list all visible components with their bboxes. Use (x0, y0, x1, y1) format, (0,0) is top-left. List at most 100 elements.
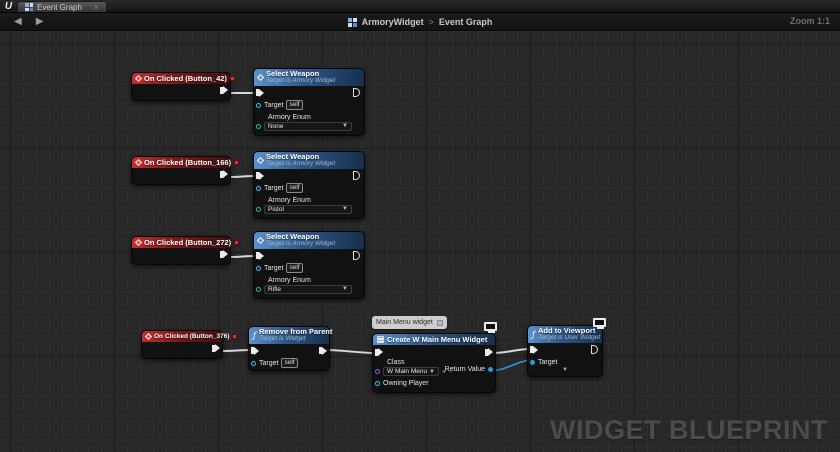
node-on-clicked-button-376[interactable]: On Clicked (Button_376) (141, 330, 238, 359)
node-title: Select Weapon (266, 152, 320, 161)
comment-text: Main Menu widget (376, 319, 433, 326)
function-f-icon: ƒ (253, 330, 256, 340)
target-pin[interactable] (251, 360, 256, 366)
exec-out-pin[interactable] (485, 348, 493, 356)
tab-bar: U Event Graph × (0, 0, 840, 13)
enum-pin[interactable] (256, 206, 261, 212)
comment-pin-icon[interactable] (436, 319, 443, 326)
node-on-clicked-button-166[interactable]: On Clicked (Button_166) (131, 156, 240, 185)
exec-in-pin[interactable] (256, 251, 264, 260)
exec-out-pin[interactable] (353, 171, 360, 181)
node-select-weapon-3[interactable]: Select Weapon Target is Armory Widget Ta… (253, 231, 365, 299)
function-f-icon: ƒ (532, 329, 535, 339)
node-header: Select Weapon Target is Armory Widget (254, 232, 364, 249)
widget-blueprint-watermark: WIDGET BLUEPRINT (550, 415, 828, 445)
node-add-to-viewport[interactable]: ƒ Add to Viewport Target is User Widget … (527, 325, 603, 377)
dropdown-arrow-icon: ▼ (342, 123, 348, 130)
forward-arrow-icon[interactable]: ▶ (35, 15, 44, 27)
node-select-weapon-1[interactable]: Select Weapon Target is Armory Widget Ta… (253, 68, 365, 136)
node-create-widget[interactable]: Create W Main Menu Widget Class W Main M… (372, 333, 496, 393)
dropdown-arrow-icon: ▼ (342, 206, 348, 213)
exec-out-pin[interactable] (220, 170, 228, 178)
exec-out-pin[interactable] (319, 346, 327, 355)
breadcrumb-root[interactable]: ArmoryWidget (361, 17, 424, 27)
self-value-box[interactable]: self (281, 358, 298, 369)
enum-dropdown[interactable]: Pistol ▼ (264, 204, 352, 214)
exec-out-pin[interactable] (212, 344, 220, 352)
node-title: On Clicked (Button_272) (144, 238, 232, 247)
node-header: ƒ Add to Viewport Target is User Widget (528, 326, 602, 343)
exec-out-pin[interactable] (220, 86, 228, 94)
event-diamond-icon (134, 158, 143, 167)
node-title: Create W Main Menu Widget (387, 335, 488, 344)
exec-in-pin[interactable] (256, 171, 264, 180)
owning-player-pin[interactable] (375, 381, 380, 386)
node-on-clicked-button-42[interactable]: On Clicked (Button_42) (131, 72, 235, 101)
return-value-label: Return Value (444, 366, 485, 373)
widget-icon (377, 336, 384, 343)
node-select-weapon-2[interactable]: Select Weapon Target is Armory Widget Ta… (253, 151, 365, 219)
exec-in-pin[interactable] (375, 348, 383, 356)
target-pin[interactable] (530, 359, 535, 365)
delegate-pin[interactable] (234, 240, 240, 245)
class-pin[interactable] (375, 369, 380, 374)
node-subtitle: Target is Widget (258, 334, 306, 342)
target-label: Target (259, 359, 279, 367)
node-header: On Clicked (Button_166) (132, 157, 240, 168)
target-label: Target (264, 264, 284, 272)
enum-pin[interactable] (256, 123, 261, 129)
class-value: W Main Menu (387, 368, 428, 375)
node-subtitle: Target is Armory Widget (266, 239, 336, 247)
exec-in-pin[interactable] (251, 346, 259, 355)
node-header: Select Weapon Target is Armory Widget (254, 152, 364, 169)
exec-in-pin[interactable] (256, 88, 264, 97)
event-diamond-icon (144, 332, 153, 341)
target-pin[interactable] (256, 102, 261, 108)
delegate-pin[interactable] (234, 160, 240, 165)
exec-out-pin[interactable] (353, 251, 360, 261)
node-header: ƒ Remove from Parent Target is Widget (249, 327, 332, 344)
tab-close-icon[interactable]: × (93, 2, 99, 12)
delegate-pin[interactable] (229, 76, 235, 81)
enum-label: Armory Enum (268, 276, 311, 284)
node-comment-bubble[interactable]: Main Menu widget (372, 316, 447, 329)
exec-out-pin[interactable] (220, 250, 228, 258)
class-label: Class (387, 359, 405, 366)
self-value-box[interactable]: self (286, 100, 303, 111)
enum-value: Rifle (268, 285, 282, 293)
tab-label: Event Graph (37, 2, 82, 12)
event-diamond-icon (134, 74, 143, 83)
function-diamond-icon (256, 73, 265, 81)
dropdown-arrow-icon: ▼ (429, 368, 435, 375)
target-pin[interactable] (256, 265, 261, 271)
node-on-clicked-button-272[interactable]: On Clicked (Button_272) (131, 236, 240, 265)
node-remove-from-parent[interactable]: ƒ Remove from Parent Target is Widget Ta… (248, 326, 332, 371)
event-graph-canvas[interactable]: On Clicked (Button_42) On Clicked (Butto… (0, 31, 840, 452)
exec-in-pin[interactable] (530, 345, 538, 354)
class-dropdown[interactable]: W Main Menu ▼ (383, 367, 439, 376)
event-diamond-icon (134, 238, 143, 247)
exec-out-pin[interactable] (591, 345, 598, 355)
delegate-pin[interactable] (232, 334, 238, 339)
self-value-box[interactable]: self (286, 263, 303, 274)
node-header: On Clicked (Button_42) (132, 73, 235, 84)
enum-dropdown[interactable]: None ▼ (264, 121, 352, 131)
tab-event-graph[interactable]: Event Graph × (17, 1, 107, 12)
expand-advanced-chevron-icon[interactable]: ▼ (562, 366, 568, 373)
return-value-pin[interactable] (488, 367, 493, 372)
node-header: Select Weapon Target is Armory Widget (254, 69, 364, 86)
breadcrumb-separator: > (428, 17, 434, 27)
self-value-box[interactable]: self (286, 183, 303, 194)
enum-pin[interactable] (256, 286, 261, 292)
target-pin[interactable] (256, 185, 261, 191)
node-title: Select Weapon (266, 69, 320, 78)
exec-out-pin[interactable] (353, 88, 360, 98)
enum-dropdown[interactable]: Rifle ▼ (264, 284, 352, 294)
breadcrumb-current[interactable]: Event Graph (438, 17, 493, 27)
blueprint-grid-icon (25, 3, 33, 11)
node-title: On Clicked (Button_376) (154, 333, 230, 340)
function-diamond-icon (256, 156, 265, 164)
use-asset-icon[interactable]: ◂ ○ (442, 369, 454, 375)
back-arrow-icon[interactable]: ◀ (14, 15, 22, 27)
